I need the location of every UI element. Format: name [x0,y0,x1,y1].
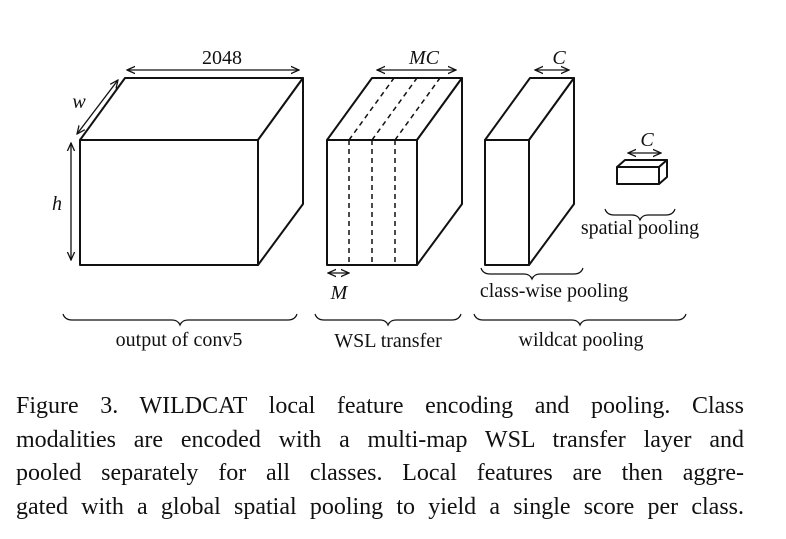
conv5-height-label: h [52,193,62,215]
caption-line: gated with a global spatial pooling to y… [16,493,744,520]
caption-line: modalities are encoded with a multi-map … [16,426,744,453]
classwise-pooling-brace [480,267,584,281]
wsl-modality-dividers [348,77,441,265]
wildcat-architecture-diagram: 2048 w h MC M C C spatial pooling [52,47,699,352]
classwise-c-label: C [552,47,566,69]
classwise-pooling-label: class-wise pooling [480,280,628,302]
wsl-mc-label: MC [408,47,440,69]
spatial-pooling-block [616,159,668,185]
caption-line: Figure 3. WILDCAT local feature encoding… [16,393,744,419]
spatial-front-face [616,166,660,185]
conv5-depth-arrow [77,80,118,134]
wsl-m-label: M [330,282,349,304]
wildcat-pooling-brace [473,313,687,327]
conv5-output-label: output of conv5 [116,329,243,351]
wildcat-pooling-label: wildcat pooling [519,329,644,351]
conv5-depth-label: w [72,91,86,113]
conv5-output-block [79,77,304,266]
conv5-width-label: 2048 [202,47,242,69]
conv5-front-face [79,139,259,266]
spatial-pooling-brace [604,208,676,222]
classwise-pooling-block [484,77,575,266]
wsl-transfer-label: WSL transfer [334,330,442,352]
wsl-transfer-block [326,77,463,266]
spatial-pooling-label: spatial pooling [581,217,699,239]
classwise-front-face [484,139,530,266]
conv5-brace [62,313,298,327]
caption-line: pooled separately for all classes. Local… [16,460,744,486]
wsl-transfer-brace [314,313,462,327]
spatial-c-label: C [640,129,654,151]
figure-caption: Figure 3. WILDCAT local feature encoding… [16,390,744,524]
